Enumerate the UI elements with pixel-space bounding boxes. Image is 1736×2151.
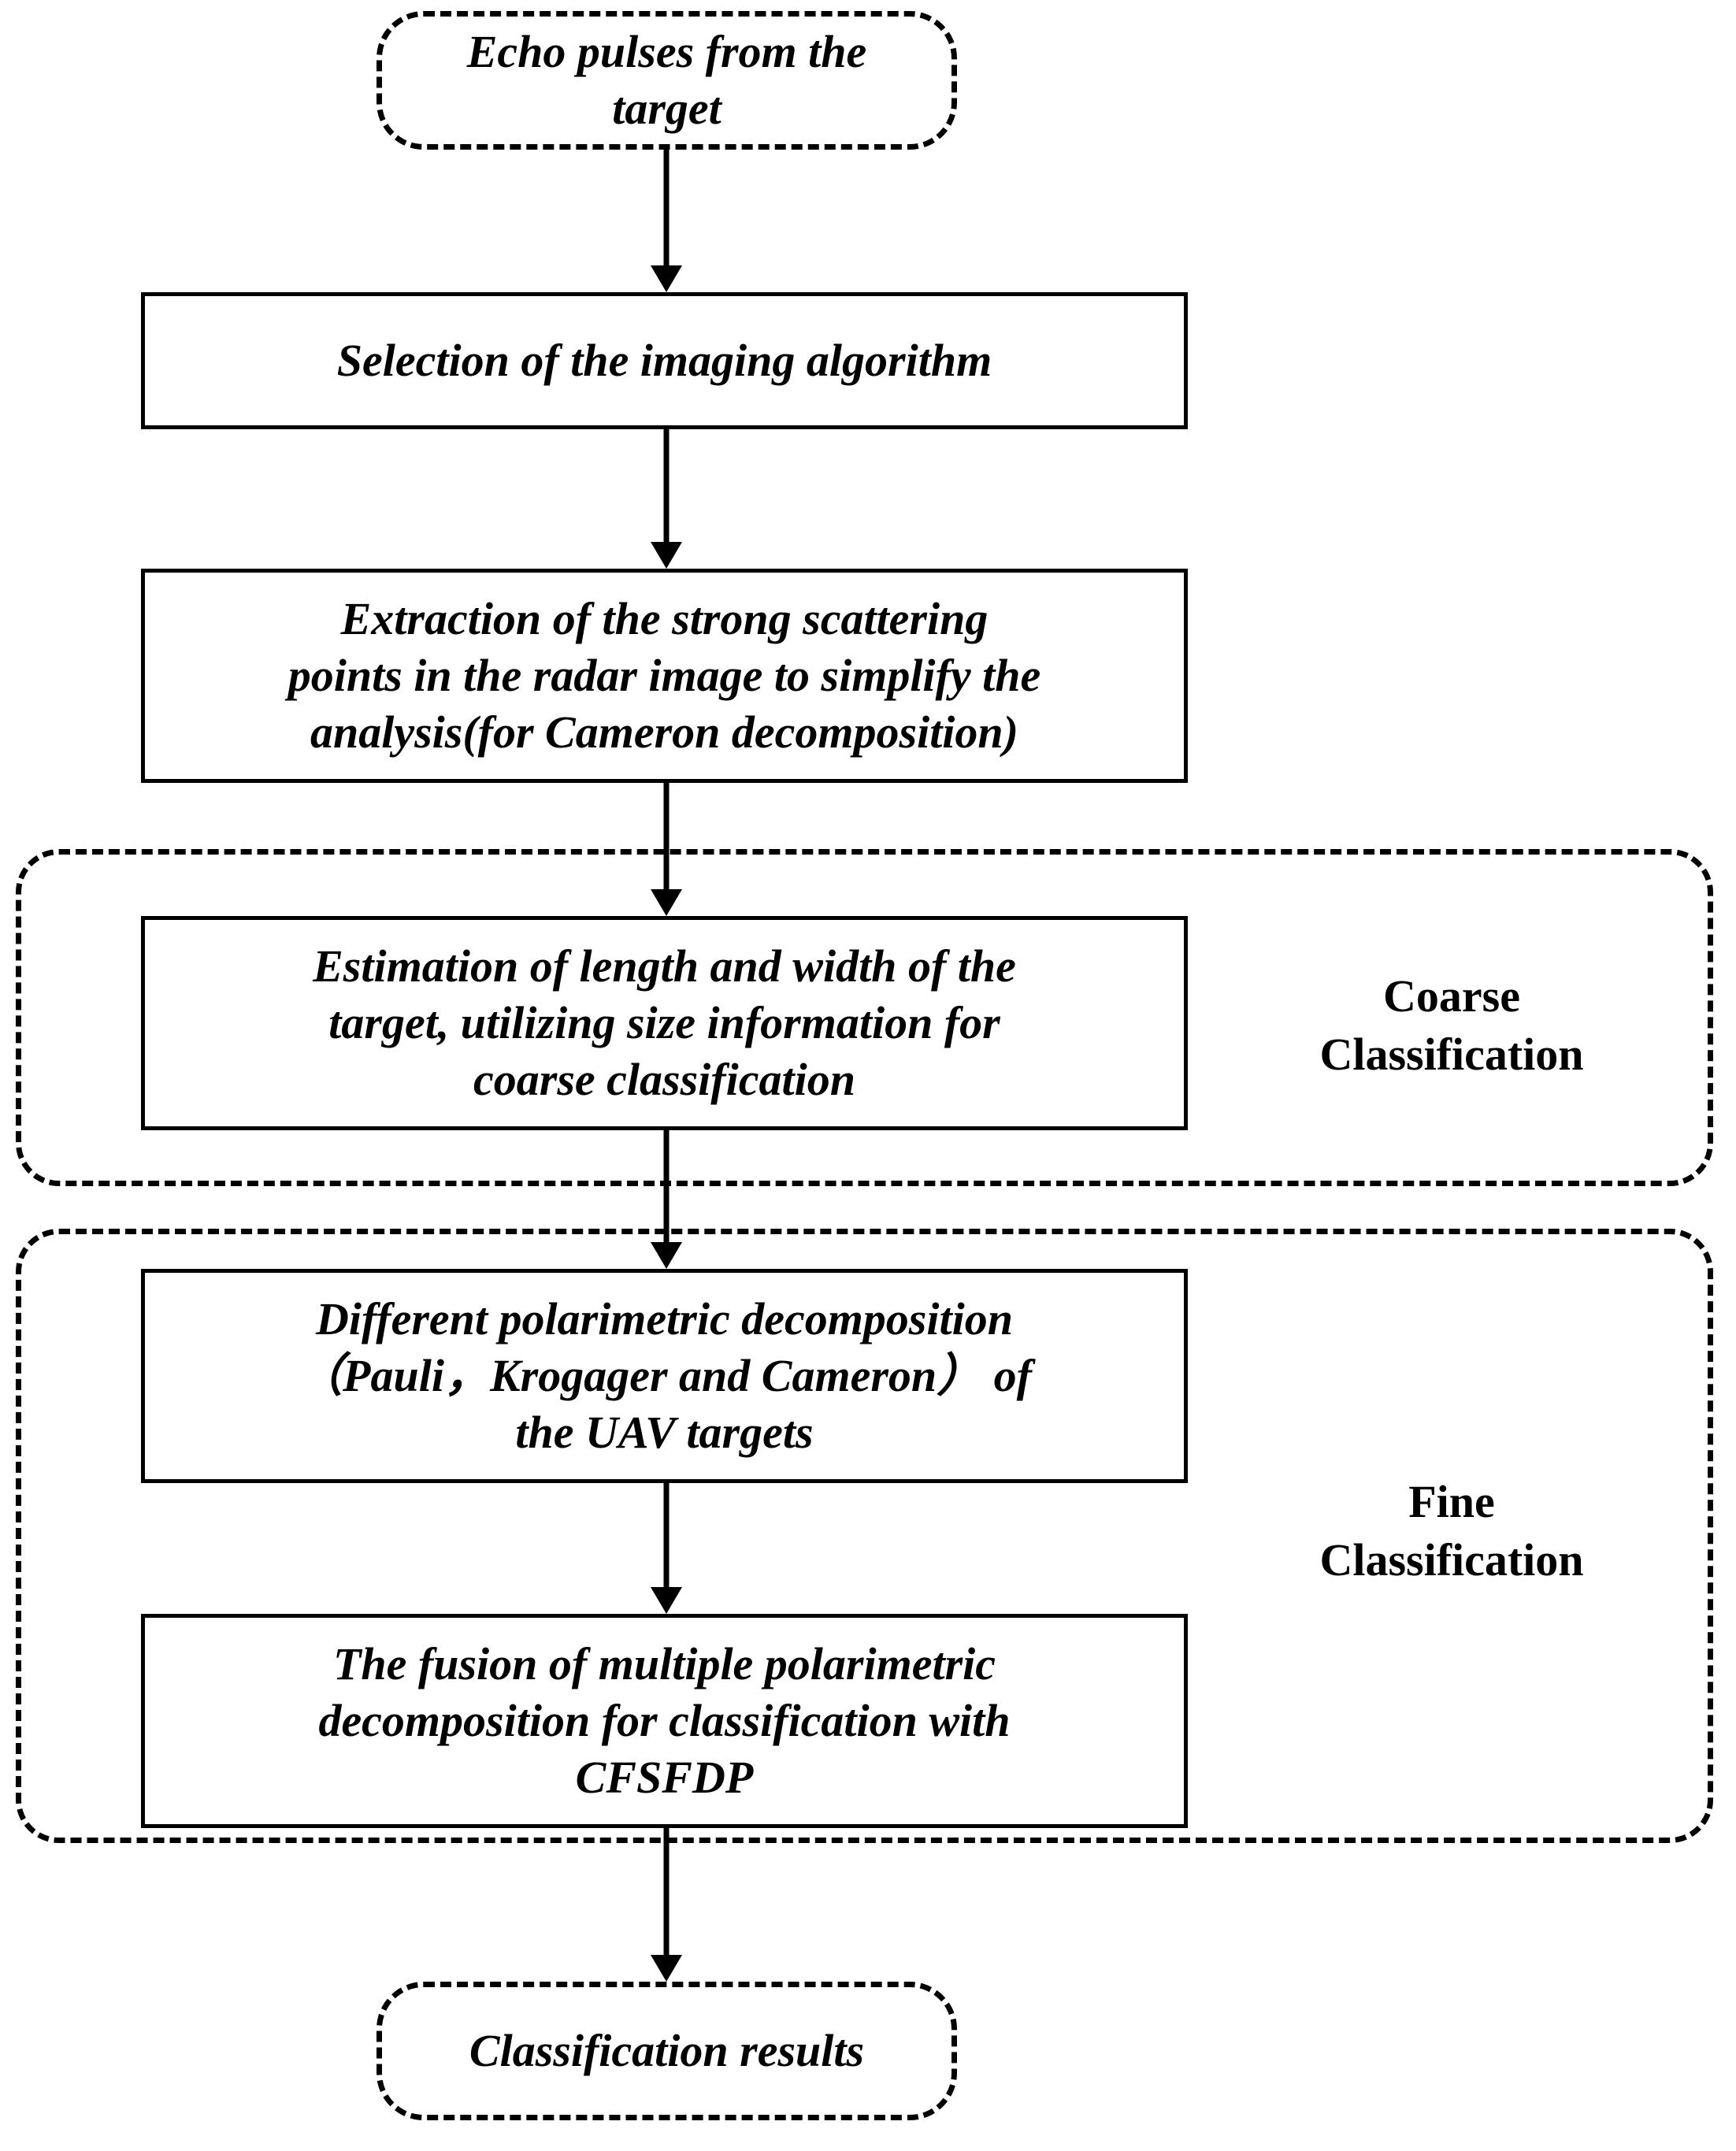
arrowhead-icon	[651, 889, 682, 916]
edge-step2-to-step3	[651, 783, 682, 916]
edge-shaft	[663, 1828, 670, 1955]
arrowhead-icon	[651, 1587, 682, 1614]
node-step5-label: The fusion of multiple polarimetric deco…	[318, 1638, 1011, 1803]
node-different-polarimetric-decomposition[interactable]: Different polarimetric decomposition （Pa…	[141, 1269, 1188, 1483]
node-fusion-of-multiple-polarimetric-decomposition[interactable]: The fusion of multiple polarimetric deco…	[141, 1614, 1188, 1828]
node-start[interactable]: Echo pulses from the target	[377, 11, 957, 150]
node-step3-label: Estimation of length and width of the ta…	[313, 940, 1016, 1105]
node-step2-label: Extraction of the strong scattering poin…	[287, 593, 1041, 758]
node-end[interactable]: Classification results	[377, 1982, 957, 2120]
arrowhead-icon	[651, 1955, 682, 1982]
node-selection-of-imaging-algorithm[interactable]: Selection of the imaging algorithm	[141, 292, 1188, 429]
edge-shaft	[663, 429, 670, 542]
edge-start-to-step1	[651, 150, 682, 292]
group-coarse-classification	[16, 849, 1713, 1186]
edge-step1-to-step2	[651, 429, 682, 569]
arrowhead-icon	[651, 542, 682, 569]
arrowhead-icon	[651, 1242, 682, 1269]
edge-shaft	[663, 150, 670, 265]
node-start-label: Echo pulses from the target	[466, 26, 867, 134]
edge-shaft	[663, 1130, 670, 1242]
node-step1-label: Selection of the imaging algorithm	[336, 335, 992, 387]
edge-step4-to-step5	[651, 1483, 682, 1614]
node-end-label: Classification results	[469, 2025, 865, 2077]
edge-shaft	[663, 783, 670, 889]
group-coarse-classification-label: Coarse Classification	[1319, 970, 1584, 1081]
node-estimation-of-length-and-width[interactable]: Estimation of length and width of the ta…	[141, 916, 1188, 1130]
node-step4-label: Different polarimetric decomposition （Pa…	[297, 1293, 1032, 1458]
arrowhead-icon	[651, 265, 682, 292]
group-fine-classification-label: Fine Classification	[1319, 1476, 1584, 1586]
edge-shaft	[663, 1483, 670, 1587]
edge-step3-to-step4	[651, 1130, 682, 1269]
group-fine-classification	[16, 1229, 1713, 1843]
node-extraction-of-strong-scattering-points[interactable]: Extraction of the strong scattering poin…	[141, 569, 1188, 783]
edge-step5-to-end	[651, 1828, 682, 1982]
